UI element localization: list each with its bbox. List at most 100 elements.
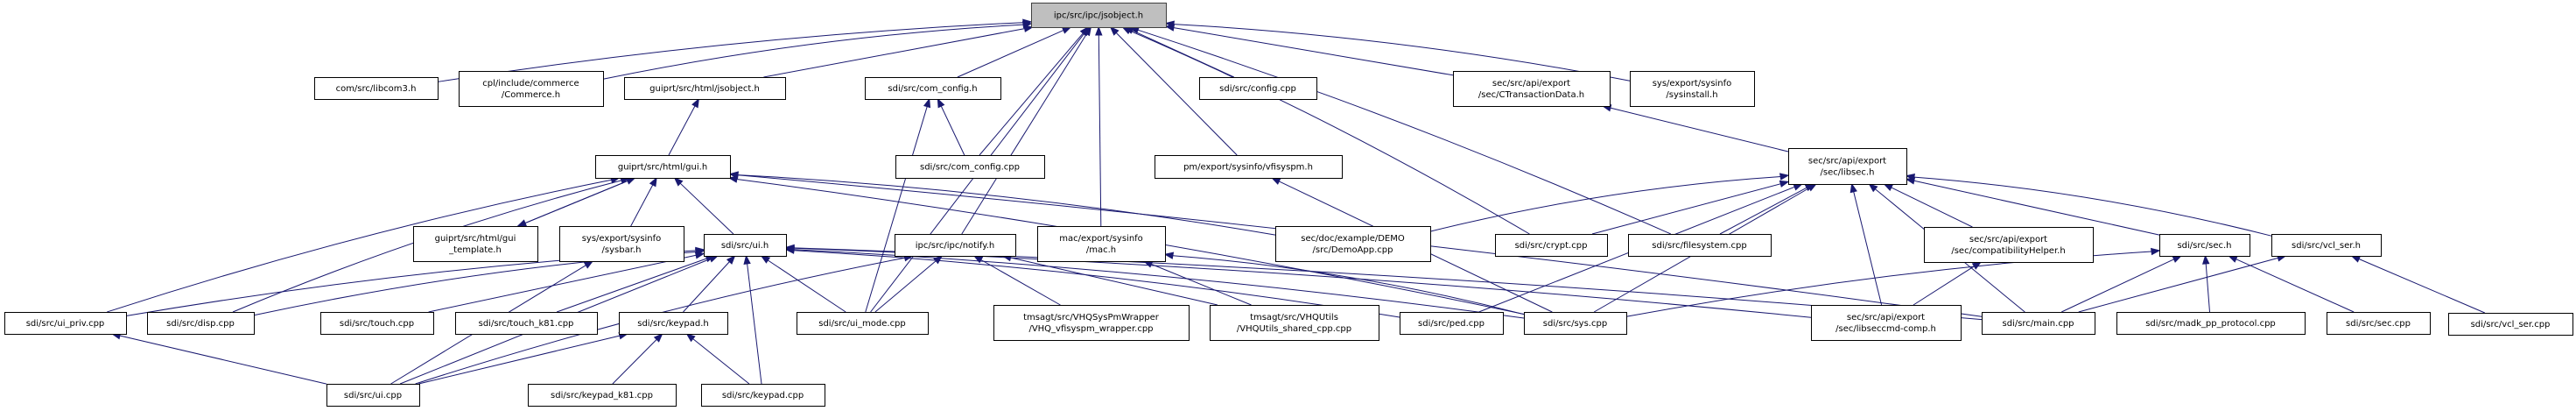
arrowhead-icon [2350,255,2362,263]
graph-node-filesystem[interactable]: sdi/src/filesystem.cpp [1628,234,1772,257]
edge-line [2358,259,2485,314]
node-label: sdi/src/com_config.cpp [920,163,1020,173]
graph-node-ui_priv[interactable]: sdi/src/ui_priv.cpp [4,312,127,335]
graph-node-compat[interactable]: sec/src/api/export/sec/compatibilityHelp… [1924,227,2094,263]
node-label: sec/src/api/export [1847,313,1925,322]
node-label: sdi/src/sys.cpp [1543,319,1607,329]
arrowhead-icon [1083,25,1092,37]
edge-madk-to-sec_h [2202,254,2210,313]
edge-notify-to-ipc_jsobject [961,25,1092,235]
node-box [2159,234,2250,257]
graph-node-crypt[interactable]: sdi/src/crypt.cpp [1495,234,1608,257]
node-box [1031,3,1167,28]
node-label: sdi/src/keypad.cpp [722,391,804,400]
edge-sysbar-to-gui_h [630,176,657,227]
graph-node-ui_cpp[interactable]: sdi/src/ui.cpp [326,384,420,407]
graph-node-gui_template[interactable]: guiprt/src/html/gui_template.h [413,226,538,262]
graph-node-touch_k81[interactable]: sdi/src/touch_k81.cpp [455,312,598,335]
node-label: sec/doc/example/DEMO [1301,234,1405,244]
graph-node-com_config_cpp[interactable]: sdi/src/com_config.cpp [895,155,1045,179]
graph-node-keypad_h[interactable]: sdi/src/keypad.h [619,312,728,335]
edge-line [612,339,657,385]
node-box [1037,226,1166,262]
graph-node-com_config_h[interactable]: sdi/src/com_config.h [865,77,1001,100]
graph-node-sec_h[interactable]: sdi/src/sec.h [2159,234,2250,257]
edge-gui_jsobject-to-ipc_jsobject [763,25,1034,78]
arrowhead-icon [923,97,931,109]
node-box [619,312,728,335]
graph-node-gui_jsobject[interactable]: guiprt/src/html/jsobject.h [624,77,786,100]
arrowhead-icon [1164,20,1175,28]
graph-node-libsec[interactable]: sec/src/api/export/sec/libsec.h [1788,148,1907,185]
graph-node-main_cpp[interactable]: sdi/src/main.cpp [1982,312,2095,335]
graph-node-ctransaction[interactable]: sec/src/api/export/sec/CTransactionData.… [1453,71,1611,107]
edge-line [524,177,635,224]
graph-node-vfisyspm[interactable]: pm/export/sysinfo/vfisyspm.h [1155,155,1343,179]
graph-node-ui_mode[interactable]: sdi/src/ui_mode.cpp [797,312,929,335]
graph-node-ped[interactable]: sdi/src/ped.cpp [1400,312,1504,335]
node-label: com/src/libcom3.h [336,84,417,94]
node-box [459,71,604,107]
arrowhead-icon [2172,255,2183,263]
node-label: sdi/src/disp.cpp [166,319,235,329]
edge-line [679,182,734,235]
graph-node-libcom3[interactable]: com/src/libcom3.h [314,77,439,100]
graph-node-vcl_ser_h[interactable]: sdi/src/vcl_ser.h [2271,234,2382,257]
edge-vcl_ser_h-to-libsec [1905,173,2272,237]
graph-node-config_cpp[interactable]: sdi/src/config.cpp [1199,77,1317,100]
edge-keypad_k81-to-keypad_h [612,333,663,385]
graph-node-libseccmd[interactable]: sec/src/api/export/sec/libseccmd-comp.h [1811,305,1962,341]
graph-node-mac[interactable]: mac/export/sysinfo/mac.h [1037,226,1166,262]
node-label: sdi/src/touch_k81.cpp [479,319,574,329]
edge-compat-to-libsec [1883,183,1973,228]
edge-line [428,254,697,313]
node-label: sdi/src/ui_priv.cpp [26,319,105,329]
arrowhead-icon [2228,255,2238,263]
arrowhead-icon [694,252,705,259]
graph-node-ui_h[interactable]: sdi/src/ui.h [704,234,787,257]
graph-node-madk[interactable]: sdi/src/madk_pp_protocol.cpp [2116,312,2306,335]
graph-node-commerce[interactable]: cpl/include/commerce/Commerce.h [459,71,604,107]
arrowhead-icon [1270,177,1281,185]
graph-node-touch[interactable]: sdi/src/touch.cpp [320,312,434,335]
nodes-layer: ipc/src/ipc/jsobject.hcom/src/libcom3.hc… [4,3,2573,407]
graph-node-keypad_cpp[interactable]: sdi/src/keypad.cpp [701,384,825,407]
graph-node-sysinstall[interactable]: sys/export/sysinfo/sysinstall.h [1630,71,1755,107]
edge-ui_h-to-gui_h [673,177,734,235]
edge-line [2205,263,2210,313]
graph-node-sec_cpp[interactable]: sdi/src/sec.cpp [2327,312,2431,335]
graph-node-sys_cpp[interactable]: sdi/src/sys.cpp [1524,312,1627,335]
node-box [1210,305,1379,341]
edge-line [940,105,965,156]
node-box [314,77,439,100]
edge-line [747,263,762,385]
graph-node-keypad_k81[interactable]: sdi/src/keypad_k81.cpp [528,384,677,407]
edge-line [763,28,1025,78]
node-label: cpl/include/commerce [482,79,579,89]
graph-node-gui_h[interactable]: guiprt/src/html/gui.h [595,155,731,179]
node-label: sdi/src/madk_pp_protocol.cpp [2145,319,2276,329]
edge-line [1173,27,1454,76]
edge-ctransaction-to-ipc_jsobject [1164,24,1454,76]
graph-node-sysbar[interactable]: sys/export/sysinfo/sysbar.h [559,226,684,262]
arrowhead-icon [728,171,739,179]
node-label: /sysinstall.h [1666,90,1717,100]
graph-node-wrapper[interactable]: tmsagt/src/VHQSysPmWrapper/VHQ_vfisyspm_… [993,305,1190,341]
graph-node-notify[interactable]: ipc/src/ipc/notify.h [895,234,1016,257]
edge-libsec-to-ctransaction [1601,104,1789,152]
node-box [2116,312,2306,335]
node-box [2327,312,2431,335]
graph-node-vcl_ser_cpp[interactable]: sdi/src/vcl_ser.cpp [2448,313,2573,336]
node-box [1495,234,1608,257]
node-label: sdi/src/vcl_ser.cpp [2471,320,2551,330]
node-box [1199,77,1317,100]
graph-node-demoapp[interactable]: sec/doc/example/DEMO/src/DemoApp.cpp [1275,226,1431,262]
node-label: /sec/CTransactionData.h [1478,90,1584,100]
node-label: /sec/libsec.h [1821,168,1875,178]
graph-node-vhqutils[interactable]: tmsagt/src/VHQUtils/VHQUtils_shared_cpp.… [1210,305,1379,341]
edge-line [668,105,696,156]
graph-node-disp[interactable]: sdi/src/disp.cpp [147,312,255,335]
edge-line [602,24,1024,80]
node-label: guiprt/src/html/jsobject.h [649,84,760,94]
